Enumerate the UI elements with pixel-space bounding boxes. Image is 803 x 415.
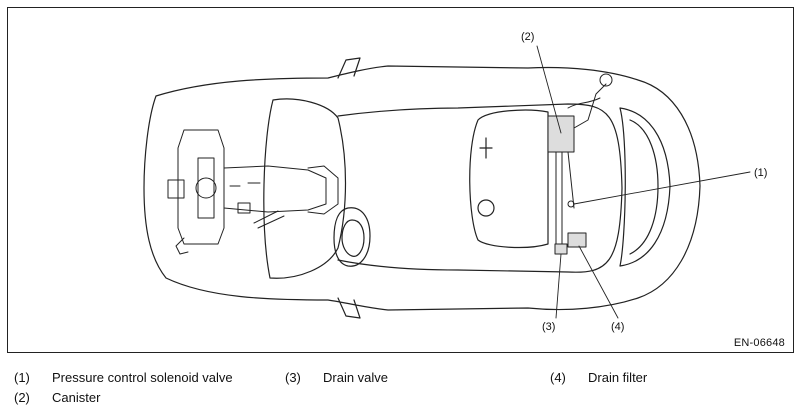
trunk-area bbox=[469, 109, 549, 249]
callout-4: (4) bbox=[611, 321, 624, 333]
mirror-right bbox=[337, 297, 361, 319]
drain-filter-shape bbox=[567, 232, 587, 248]
legend-label: Drain valve bbox=[323, 370, 389, 385]
drain-valve-shape bbox=[554, 243, 568, 255]
legend-item-3: (3) Drain valve bbox=[285, 370, 388, 385]
legend: (1) Pressure control solenoid valve (2) Ca… bbox=[0, 364, 803, 414]
leader-2 bbox=[536, 45, 562, 134]
legend-label: Pressure control solenoid valve bbox=[52, 370, 233, 385]
filler-neck bbox=[477, 199, 495, 217]
rear-window bbox=[619, 107, 671, 267]
legend-num: (4) bbox=[550, 370, 566, 385]
leader-4 bbox=[578, 245, 619, 319]
legend-item-2: (2) Canister bbox=[14, 390, 100, 405]
vehicle-diagram: (1) (2) (3) (4) bbox=[143, 31, 767, 333]
windshield bbox=[263, 98, 347, 279]
evap-system bbox=[547, 73, 613, 255]
car-body-outline bbox=[143, 65, 701, 311]
legend-num: (3) bbox=[285, 370, 301, 385]
fuel-cap bbox=[599, 73, 613, 87]
leader-1 bbox=[573, 171, 751, 205]
figure-code: EN-06648 bbox=[733, 337, 785, 349]
legend-num: (1) bbox=[14, 370, 30, 385]
engine-assembly bbox=[167, 129, 339, 255]
legend-item-4: (4) Drain filter bbox=[550, 370, 647, 385]
center-glass bbox=[333, 207, 371, 267]
legend-item-1: (1) Pressure control solenoid valve bbox=[14, 370, 233, 385]
callout-3: (3) bbox=[542, 321, 555, 333]
mirror-left bbox=[337, 57, 361, 79]
diagram-frame: (1) (2) (3) (4) EN-06648 bbox=[7, 7, 794, 353]
legend-label: Drain filter bbox=[588, 370, 648, 385]
legend-label: Canister bbox=[52, 390, 101, 405]
callout-1: (1) bbox=[754, 167, 767, 179]
legend-num: (2) bbox=[14, 390, 30, 405]
callout-2: (2) bbox=[521, 31, 534, 43]
roof-line bbox=[337, 103, 623, 273]
vent-line bbox=[567, 97, 601, 109]
canister-shape bbox=[547, 115, 575, 153]
leader-3 bbox=[555, 253, 562, 319]
